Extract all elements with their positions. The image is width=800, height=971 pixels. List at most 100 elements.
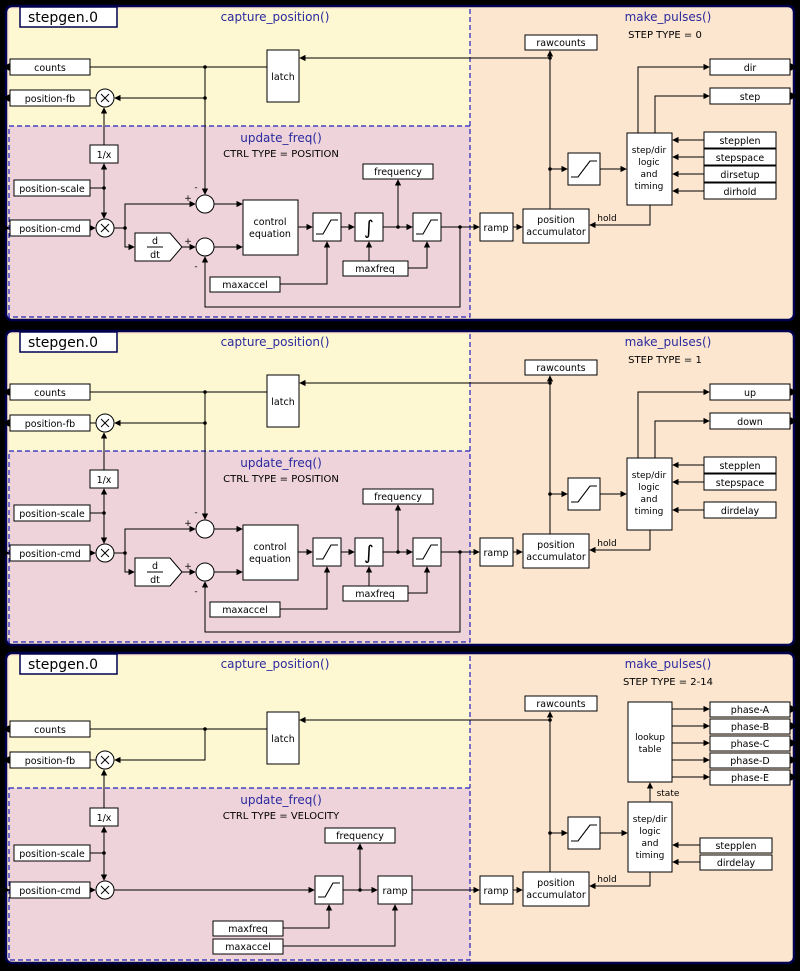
ddt-numerator: d [152,236,158,247]
block-maxaccel [212,938,284,955]
pin-down-label: down [737,417,763,428]
pin-position-scale [13,179,91,197]
wire-junctions [102,718,552,892]
component-title-box [19,6,118,28]
ddt-denominator: dt [150,575,160,586]
param-stepplen [699,837,773,854]
plus-sign: + [184,562,192,572]
pin-position-cmd-label: position-cmd [19,549,81,560]
param-dirsetup-label: dirsetup [720,170,759,181]
component-title-box [19,653,118,675]
block-rawcounts [524,34,598,51]
step-dir-logic-label: step/dir [633,815,668,825]
output-arrow-icon [790,739,798,747]
sum-junction-position: + - [184,183,215,214]
rawcounts-label: rawcounts [536,363,585,374]
block-derivative: d dt [134,232,183,262]
latch-label: latch [271,72,294,83]
step-dir-logic-label: logic [638,158,659,168]
accumulator-label: position [537,878,575,889]
multiplier-position-fb [95,750,115,770]
block-frequency [362,488,434,505]
ramp-label: ramp [483,548,508,559]
step-type-label: STEP TYPE = 0 [628,30,702,41]
output-arrow-icon [790,63,798,71]
block-position-accumulator [522,871,590,907]
block-latch [266,374,300,428]
limiter-curve-icon [316,219,338,235]
wire-junctions [102,56,552,230]
block-ramp [479,875,514,905]
capture-section-title: capture_position() [221,335,330,349]
block-latch [266,49,300,103]
accumulator-label: accumulator [526,227,586,238]
multiplier-position-fb [95,88,115,108]
rawcounts-label: rawcounts [536,699,585,710]
accumulator-label: position [537,540,575,551]
block-step-dir-logic [626,132,673,206]
limiter-curve-icon [571,485,597,503]
block-maxfreq [212,920,284,937]
capture-section-title: capture_position() [221,657,330,671]
frequency-label: frequency [374,167,422,178]
block-control-equation [242,524,299,581]
pin-dir-label: dir [744,63,757,74]
pin-position-scale [13,844,91,862]
step-type-label: STEP TYPE = 2-14 [623,677,713,688]
param-stepspace [703,148,777,166]
param-stepplen-label: stepplen [719,136,760,147]
rawcounts-label: rawcounts [536,38,585,49]
block-maxfreq [342,585,409,602]
step-type-label: STEP TYPE = 1 [628,355,702,366]
pin-position-scale-label: position-scale [19,849,85,860]
integral-symbol: ∫ [364,217,374,239]
output-arrow-icon [2,419,10,427]
param-stepspace-label: stepspace [716,153,765,164]
panel-step-type-2-14: stepgen.0 capture_position() make_pulses… [2,651,798,965]
step-dir-logic-label: step/dir [632,146,667,156]
param-stepplen-label: stepplen [715,841,756,852]
block-maxfreq [342,260,409,277]
pin-position-fb-label: position-fb [25,94,75,105]
reciprocal-label: 1/x [97,813,112,824]
maxfreq-label: maxfreq [228,924,268,935]
block-ramp [479,212,514,242]
output-arrow-icon [2,63,10,71]
multiplier-position-cmd [95,543,115,563]
lookup-table-label: lookup [635,733,665,743]
update-freq-title: update_freq() [240,131,322,145]
param-stepspace-label: stepspace [716,478,765,489]
maxaccel-label: maxaccel [222,280,267,291]
hold-label: hold [597,539,616,549]
limiter-curve-icon [571,160,597,178]
step-dir-logic-label: and [642,839,659,849]
pin-position-scale-label: position-scale [19,509,85,520]
param-dirsetup [703,165,777,183]
param-stepspace [703,473,777,491]
block-maxaccel [209,276,281,293]
ctrl-type-label: CTRL TYPE = POSITION [223,474,339,485]
sum-junction-velocity: + - [184,237,215,272]
hold-label: hold [597,875,616,885]
limiter-curve-icon [318,882,340,898]
block-position-accumulator [522,533,590,569]
param-stepplen [703,456,777,474]
param-stepplen-label: stepplen [719,461,760,472]
pin-phase-b-label: phase-B [731,722,769,733]
block-lookup-table [627,701,673,783]
update-freq-title: update_freq() [240,456,322,470]
block-ramp-freq [377,875,413,905]
block-latch [266,711,300,765]
pin-counts-label: counts [34,388,66,399]
param-dirdelay-label: dirdelay [721,506,760,517]
control-equation-label: control [254,542,287,553]
multiplier-position-fb [95,413,115,433]
step-dir-logic-label: and [641,170,658,180]
block-reciprocal [89,144,119,164]
pin-position-cmd-label: position-cmd [19,886,81,897]
panel-step-type-1: stepgen.0 capture_position() make_pulses… [2,329,798,647]
minus-sign: - [194,183,197,193]
param-stepplen [703,131,777,149]
step-dir-logic-label: logic [638,483,659,493]
block-quantizer [567,816,601,850]
